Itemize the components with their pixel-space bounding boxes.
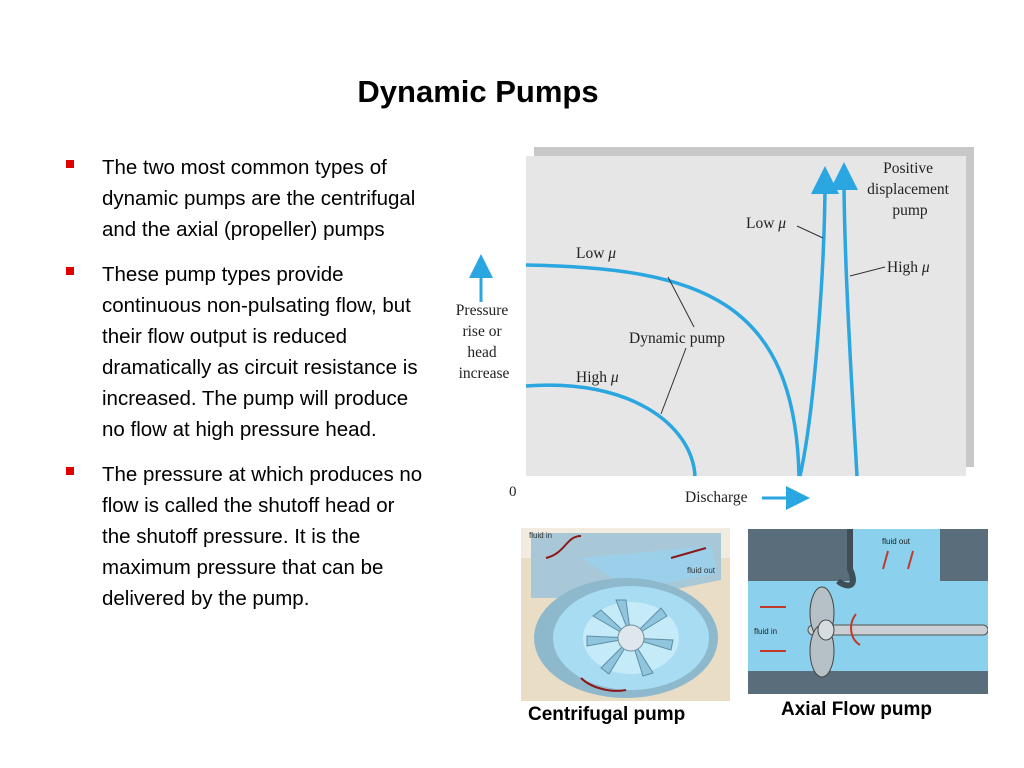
- bullet-item: The two most common types of dynamic pum…: [66, 152, 426, 245]
- slide-title: Dynamic Pumps: [357, 74, 599, 109]
- pd-curve-high-mu: [830, 162, 859, 477]
- dynamic-leader-high: [660, 347, 687, 415]
- fluid-in-label: fluid in: [754, 627, 778, 636]
- axial-pump-drawing: [748, 529, 988, 694]
- dynamic-curve-high-mu: [525, 383, 697, 477]
- bullet-item: These pump types provide continuous non-…: [66, 259, 426, 445]
- pd-high-mu-label: High μ: [887, 259, 930, 276]
- pd-leader-low: [796, 225, 824, 239]
- origin-label: 0: [509, 484, 517, 500]
- pressure-discharge-diagram: Pressure rise or head increase 0 Dischar…: [456, 147, 974, 510]
- plot-area: [526, 156, 966, 476]
- centrifugal-pump-caption: Centrifugal pump: [528, 704, 686, 725]
- dynamic-leader-low: [667, 276, 695, 328]
- y-axis-label: Pressure rise or head increase: [456, 302, 512, 382]
- centrifugal-pump-drawing: [521, 528, 730, 701]
- bullet-list: The two most common types of dynamic pum…: [66, 152, 426, 628]
- fluid-out-label: fluid out: [687, 566, 716, 575]
- bullet-text: The pressure at which produces no flow i…: [102, 463, 423, 610]
- pd-low-mu-label: Low μ: [746, 215, 786, 232]
- x-axis-label: Discharge: [685, 489, 748, 506]
- bullet-text: The two most common types of dynamic pum…: [102, 156, 416, 241]
- pd-curve-low-mu: [798, 166, 839, 477]
- dynamic-low-mu-label: Low μ: [576, 245, 616, 262]
- dynamic-curve-low-mu: [525, 263, 801, 477]
- bullet-item: The pressure at which produces no flow i…: [66, 459, 426, 614]
- axial-pump-image: fluid out fluid in: [748, 529, 988, 694]
- square-bullet-icon: [66, 467, 74, 475]
- pd-label: Positive displacement pump: [867, 160, 953, 219]
- square-bullet-icon: [66, 160, 74, 168]
- fluid-out-label: fluid out: [882, 537, 911, 546]
- bullet-text: These pump types provide continuous non-…: [102, 263, 418, 441]
- axial-pump-caption: Axial Flow pump: [781, 699, 932, 720]
- dynamic-pump-label: Dynamic pump: [629, 330, 725, 347]
- dynamic-high-mu-label: High μ: [576, 369, 619, 386]
- square-bullet-icon: [66, 267, 74, 275]
- fluid-in-label: fluid in: [529, 531, 553, 540]
- pd-leader-high: [849, 266, 886, 277]
- centrifugal-pump-image: fluid in fluid out: [521, 528, 730, 701]
